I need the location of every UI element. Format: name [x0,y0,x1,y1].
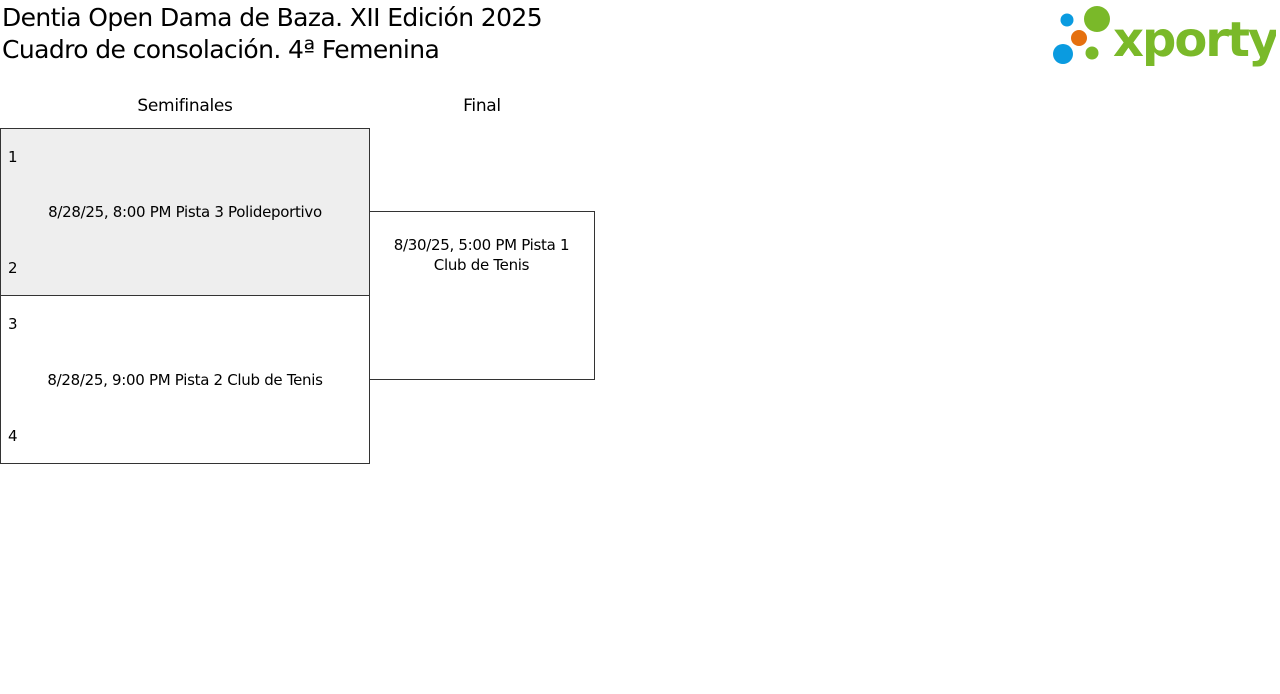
seed-2: 2 [8,259,18,277]
round-label-final: Final [463,96,501,116]
semifinal-match-1[interactable]: 1 8/28/25, 8:00 PM Pista 3 Polideportivo… [0,128,370,296]
match-schedule: 8/28/25, 8:00 PM Pista 3 Polideportivo [48,203,322,221]
logo-dot-green-large [1084,6,1110,32]
svg-text:xporty: xporty [1113,12,1276,68]
logo-dot-orange [1071,30,1087,46]
semifinal-match-2[interactable]: 3 8/28/25, 9:00 PM Pista 2 Club de Tenis… [0,295,370,464]
seed-4: 4 [8,427,18,445]
round-label-semifinales: Semifinales [137,96,233,116]
logo-dot-blue-small [1060,13,1074,27]
match-schedule: 8/30/25, 5:00 PM Pista 1 Club de Tenis [393,236,570,274]
tournament-title: Dentia Open Dama de Baza. XII Edición 20… [2,3,543,32]
seed-1: 1 [8,148,18,166]
seed-3: 3 [8,315,18,333]
final-match[interactable]: 8/30/25, 5:00 PM Pista 1 Club de Tenis [369,211,595,380]
draw-subtitle: Cuadro de consolación. 4ª Femenina [2,35,440,64]
logo-dot-blue-large [1053,44,1073,64]
match-schedule: 8/28/25, 9:00 PM Pista 2 Club de Tenis [47,371,323,389]
xporty-logo[interactable]: xporty [1050,4,1276,68]
logo-dot-green-small [1085,46,1099,60]
